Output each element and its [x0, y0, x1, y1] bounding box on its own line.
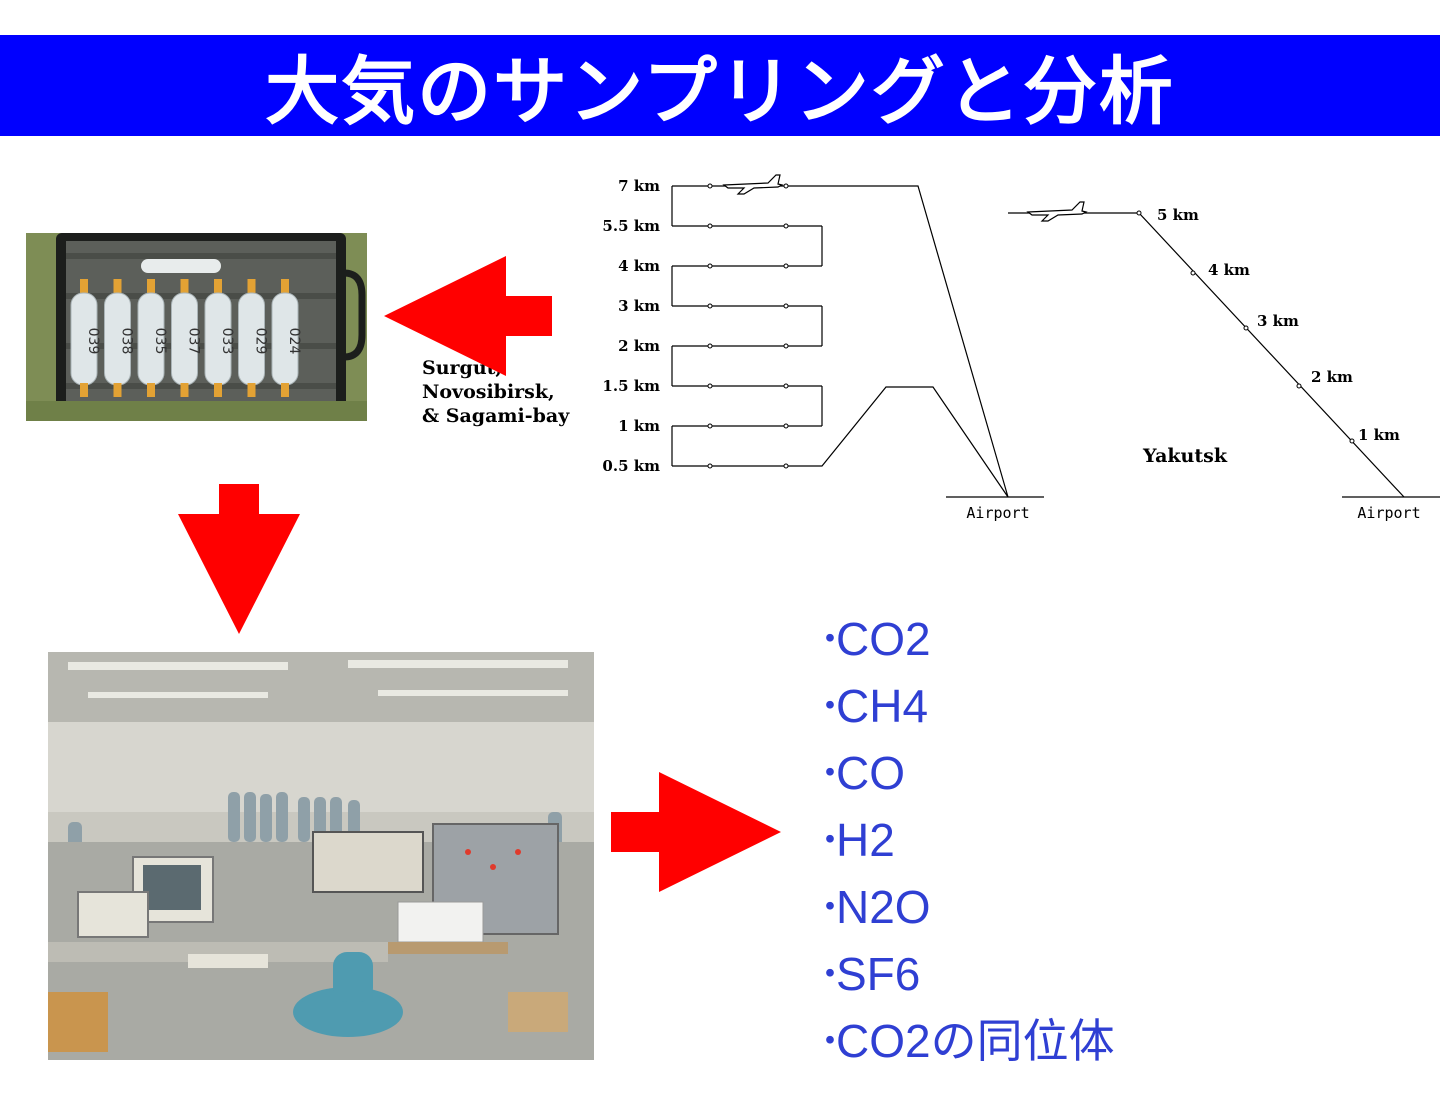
sample-point [707, 183, 713, 189]
sample-point [783, 303, 789, 309]
sample-point [707, 463, 713, 469]
gas-label: N2O [836, 881, 931, 933]
bottle-label: 035 [152, 328, 168, 355]
gas-item-co2-isotopes: ・CO2の同位体 [812, 1012, 1115, 1079]
title-bar: 大気のサンプリングと分析 [0, 35, 1440, 136]
altitude-label: 3 km [618, 297, 660, 315]
altitude-label: 1.5 km [602, 377, 660, 395]
bullet-icon: ・ [812, 618, 849, 659]
gas-item-h2: ・H2 [812, 811, 1115, 878]
analyzed-gases-list: ・CO2 ・CH4 ・CO ・H2 ・N2O ・SF6 ・CO2の同位体 [812, 610, 1115, 1079]
flask-bottle: 029 [238, 279, 269, 397]
bullet-icon: ・ [812, 819, 849, 860]
altitude-label: 5 km [1157, 206, 1199, 224]
flask-bottles: 039 038 035 037 033 029 024 [70, 279, 302, 397]
analysis-laboratory-photo [48, 652, 594, 1060]
altitude-label: 2 km [618, 337, 660, 355]
bottle-label: 037 [186, 328, 202, 355]
arrow-right-icon [611, 772, 781, 892]
arrow-down-icon [178, 484, 300, 634]
gas-item-sf6: ・SF6 [812, 945, 1115, 1012]
arrow-left-icon [384, 256, 552, 376]
station-label: Yakutsk [1142, 445, 1228, 467]
bottle-label: 024 [286, 328, 302, 355]
flight-profile-diagram: 7 km 5.5 km 4 km 3 km 2 km 1.5 km 1 km 0.5 km Ai… [602, 174, 1440, 522]
site-2: Novosibirsk, [422, 381, 555, 403]
altitude-label: 3 km [1257, 312, 1299, 330]
sample-point [707, 343, 713, 349]
sample-point [783, 423, 789, 429]
sample-point [1243, 325, 1249, 331]
sample-flask-case-photo: 039 038 035 037 033 029 024 [26, 233, 367, 421]
sample-point [707, 303, 713, 309]
bottle-label: 033 [219, 328, 235, 355]
sample-point [783, 183, 789, 189]
sample-point [707, 383, 713, 389]
slide-title: 大気のサンプリングと分析 [265, 49, 1175, 135]
gas-label: CO2 [836, 613, 931, 665]
flask-bottle: 037 [171, 279, 202, 397]
sample-point [707, 223, 713, 229]
gas-label: CO [836, 747, 905, 799]
altitude-label: 7 km [618, 177, 660, 195]
sample-point [1136, 210, 1142, 216]
sample-point [707, 263, 713, 269]
gas-label: H2 [836, 814, 895, 866]
sample-point [707, 423, 713, 429]
right-flight-profile: 5 km 4 km 3 km 2 km 1 km Airport Yakutsk [1008, 201, 1440, 522]
altitude-label: 0.5 km [602, 457, 660, 475]
bullet-icon: ・ [812, 752, 849, 793]
gas-label: SF6 [836, 948, 921, 1000]
flight-path-line [671, 185, 1009, 498]
sample-point [1190, 270, 1196, 276]
bullet-icon: ・ [812, 685, 849, 726]
gas-label: CH4 [836, 680, 929, 732]
site-3: & Sagami-bay [422, 405, 570, 427]
airport-label: Airport [966, 504, 1029, 522]
altitude-label: 5.5 km [602, 217, 660, 235]
altitude-label: 4 km [1208, 261, 1250, 279]
sample-point [783, 343, 789, 349]
sample-point [1296, 383, 1302, 389]
bullet-icon: ・ [812, 1020, 849, 1061]
sample-point [783, 463, 789, 469]
airport-label: Airport [1357, 504, 1420, 522]
airplane-icon [1026, 201, 1088, 222]
airplane-icon [722, 174, 784, 195]
bottle-label: 039 [85, 328, 101, 355]
gas-label: CO2の同位体 [836, 1015, 1115, 1067]
left-flight-profile: 7 km 5.5 km 4 km 3 km 2 km 1.5 km 1 km 0.5 km Ai… [602, 174, 1044, 522]
sample-point [783, 223, 789, 229]
gas-item-n2o: ・N2O [812, 878, 1115, 945]
bottle-label: 029 [253, 328, 269, 355]
gas-item-co2: ・CO2 [812, 610, 1115, 677]
altitude-label: 1 km [618, 417, 660, 435]
sample-point [783, 263, 789, 269]
bullet-icon: ・ [812, 886, 849, 927]
gas-item-co: ・CO [812, 744, 1115, 811]
flask-bottle: 038 [104, 279, 135, 397]
flask-bottle: 039 [70, 279, 101, 397]
flask-bottle: 035 [137, 279, 168, 397]
altitude-label: 1 km [1358, 426, 1400, 444]
altitude-label: 2 km [1311, 368, 1353, 386]
sample-point [1349, 438, 1355, 444]
sample-point [783, 383, 789, 389]
flask-bottle: 033 [204, 279, 235, 397]
gas-item-ch4: ・CH4 [812, 677, 1115, 744]
bottle-label: 038 [119, 328, 135, 355]
flask-bottle: 024 [271, 279, 302, 397]
bullet-icon: ・ [812, 953, 849, 994]
altitude-label: 4 km [618, 257, 660, 275]
